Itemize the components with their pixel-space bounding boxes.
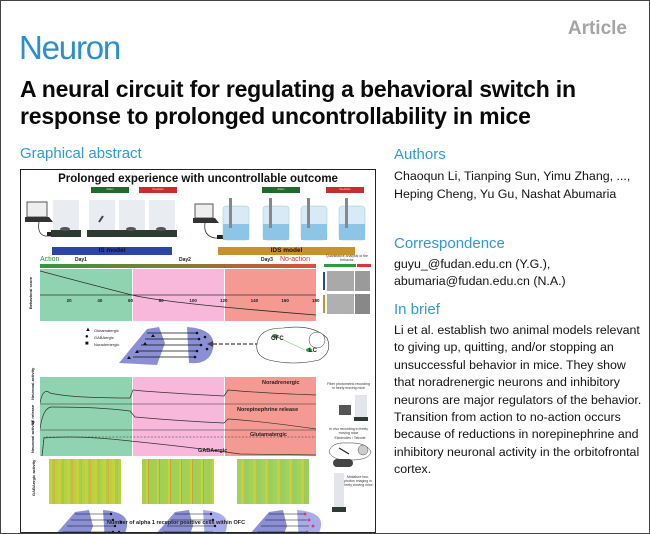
x-tick-label: 80 (158, 298, 164, 303)
imaging-platform (332, 507, 346, 512)
day3-label: Day3 (261, 257, 273, 263)
noradrenergic-trace (40, 389, 317, 404)
legend-glutamatergic: Glutamatergic (94, 328, 119, 333)
noradrenergic-square-icon: ■ (85, 341, 89, 347)
shock-chamber-4 (147, 200, 177, 237)
ids-model-bar: IDS model (218, 247, 355, 255)
day1-label: Day1 (75, 257, 87, 263)
correspondence-heading: Correspondence (394, 235, 505, 252)
mouse-imaging-illustration (333, 459, 353, 467)
action-gradient-bar (40, 264, 316, 268)
mouse-brain-sagittal (256, 326, 330, 364)
quant-analysis-note: Quantitative analysis of the behavior (325, 254, 369, 262)
fiber-setup-illustration (339, 395, 369, 423)
glutamatergic-triangle-icon: ▲ (85, 327, 91, 333)
in-brief-heading: In brief (394, 301, 440, 318)
electrode-note: Electrodes / Tetrode (334, 436, 366, 440)
water-tank-2 (262, 198, 290, 241)
ofc-label: OFC (271, 336, 284, 342)
no-action-label: No-action (280, 256, 310, 263)
x-tick-label: 40 (97, 298, 103, 303)
heatmap-day1 (49, 459, 121, 504)
x-tick-label: 180 (312, 298, 320, 303)
ids-action-tag: Action (262, 187, 300, 193)
legend-gabaergic: GABAergic (94, 335, 114, 340)
correspondence-email-1[interactable]: guyu_@fudan.edu.cn (Y.G.), (394, 257, 551, 271)
is-no-action-tag: No-Action (139, 187, 177, 193)
shock-chamber-2 (87, 200, 117, 237)
figure-title: Prolonged experience with uncontrollable… (58, 173, 338, 185)
ids-no-action-tag: No-Action (326, 187, 364, 193)
day1-band-traces (40, 377, 132, 456)
x-tick-label: 20 (66, 298, 72, 303)
dashed-projection-arrow (207, 341, 259, 347)
is-apparatus-illustration (25, 200, 177, 237)
gabaergic-trace (41, 436, 317, 457)
two-photon-note: Miniature two-photon imaging in freely m… (343, 475, 373, 487)
x-tick-label: 60 (128, 298, 134, 303)
is-model-bar: IS model (52, 247, 172, 255)
quant-green-bar (324, 264, 356, 267)
action-label: Action (40, 256, 60, 263)
x-tick-label: 160 (281, 298, 289, 303)
correspondence-block: guyu_@fudan.edu.cn (Y.G.), abumaria@fuda… (394, 256, 644, 290)
quant-red-bar (357, 264, 371, 267)
glutamatergic-trace (41, 436, 316, 457)
ids-apparatus-illustration (193, 198, 366, 241)
gabaergic-label: GABAergic (198, 448, 228, 454)
receptor-circuit-day2 (157, 510, 228, 532)
neuronal-activity-2-ylabel: Neuronal activity (30, 420, 35, 453)
x-tick-label: 100 (189, 298, 197, 303)
quant-thumbnails (323, 269, 371, 317)
legend-noradrenergic: Noradrenergic (94, 342, 120, 347)
behavior-score-plot (40, 270, 317, 316)
graphical-abstract-heading: Graphical abstract (20, 145, 142, 162)
authors-heading: Authors (394, 146, 446, 163)
lc-label: LC (309, 348, 317, 354)
gabaergic-activity-ylabel: GABAergic activity (31, 459, 36, 496)
activity-traces-plot (40, 389, 317, 457)
ne-release-trace (40, 406, 317, 430)
ofc-circuit-diagram (119, 327, 214, 365)
gabaergic-circle-icon: ● (85, 334, 89, 340)
correspondence-email-2[interactable]: abumaria@fudan.edu.cn (N.A.) (394, 274, 566, 288)
day2-label: Day2 (179, 257, 191, 263)
heatmap-day2 (142, 459, 214, 504)
receptor-circuit-day1 (57, 510, 128, 532)
alpha1-gradient-caption: Number of alpha 1 receptor positive cell… (107, 520, 246, 526)
shock-chamber-3 (117, 200, 147, 237)
fiber-photometry-note: Fiber photometric recording in freely mo… (327, 382, 370, 390)
x-tick-label: 140 (250, 298, 259, 303)
article-title: A neural circuit for regulating a behavi… (20, 76, 576, 129)
heatmap-day3 (237, 459, 309, 504)
shock-chamber-1 (51, 200, 81, 237)
laptop-icon-2 (193, 203, 224, 239)
is-action-tag: Action (91, 187, 129, 193)
water-tank-3 (300, 198, 328, 241)
x-tick-label: 120 (220, 298, 228, 303)
journal-logo: Neuron (19, 29, 121, 66)
neuronal-activity-ylabel: Neuronal activity (30, 367, 35, 400)
article-type-label: Article (567, 18, 627, 39)
behavior-score-ylabel: Behavioral score (28, 276, 33, 310)
in-vivo-recording-note: In vivo recording in freely moving mice (329, 427, 368, 435)
glutamatergic-label: Glutamatergic (250, 432, 287, 438)
authors-list: Chaoqun Li, Tianping Sun, Yimu Zhang, ..… (394, 169, 631, 201)
imaging-chamber (334, 473, 344, 507)
graphical-abstract-figure: Prolonged experience with uncontrollable… (20, 169, 376, 533)
noradrenergic-label: Noradrenergic (262, 380, 300, 386)
receptor-circuit-day3 (251, 510, 322, 532)
norepinephrine-release-label: Norepinephrine release (237, 407, 299, 413)
day3-band-traces (225, 377, 316, 456)
in-brief-text: Li et al. establish two animal models re… (394, 323, 642, 477)
laptop-icon (25, 201, 61, 237)
behavior-score-line (40, 270, 317, 316)
water-tank-4 (338, 198, 366, 241)
water-tank-1 (222, 198, 250, 241)
